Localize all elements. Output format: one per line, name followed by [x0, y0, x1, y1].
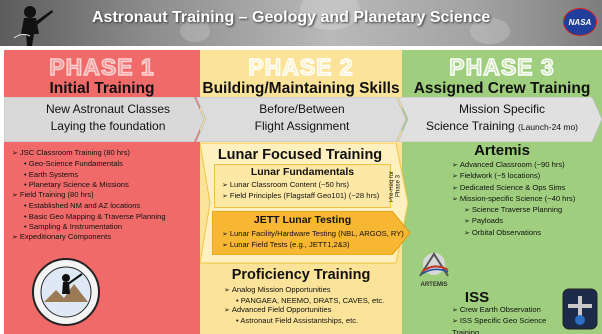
- phase3-label: PHASE 3: [449, 53, 555, 80]
- list-item: Orbital Observations: [452, 228, 600, 239]
- phase3-heading: Assigned Crew Training: [413, 80, 591, 97]
- list-item: Planetary Science & Missions: [12, 180, 198, 190]
- list-item: Crew Earth Observation: [452, 305, 562, 316]
- astronaut-silhouette-icon: [13, 6, 53, 46]
- list-item: Basic Geo Mapping & Traverse Planning: [12, 212, 198, 222]
- iss-mission-patch-icon: [562, 288, 598, 330]
- proficiency-training-list: Analog Mission Opportunities PANGAEA, NE…: [224, 285, 402, 325]
- list-item: Dedicated Science & Ops Sims: [452, 183, 600, 194]
- lunar-focused-title: Lunar Focused Training: [217, 147, 383, 163]
- jett-testing-list: Lunar Facility/Hardware Testing (NBL, AR…: [222, 229, 412, 252]
- list-item: Advanced Field Opportunities: [224, 305, 402, 316]
- list-item: Analog Mission Opportunities: [224, 285, 402, 296]
- header-banner: [0, 0, 602, 46]
- lunar-fundamentals-list: Lunar Classroom Content (~50 hrs) Field …: [222, 180, 390, 203]
- list-item: Field Training (80 hrs): [12, 190, 198, 201]
- iss-list: Crew Earth Observation ISS Specific Geo …: [452, 305, 562, 334]
- nasa-logo-icon: NASA: [563, 8, 597, 36]
- list-item: Sampling & Instrumentation: [12, 222, 198, 232]
- phase1-label: PHASE 1: [49, 53, 155, 80]
- list-item: PANGAEA, NEEMO, DRATS, CAVES, etc.: [224, 296, 402, 306]
- proficiency-training-title: Proficiency Training: [231, 267, 371, 283]
- list-item: Lunar Field Tests (e.g., JETT1,2&3): [222, 240, 412, 251]
- artemis-logo-icon: ARTEMIS: [419, 252, 449, 288]
- list-item: JSC Classroom Training (80 hrs): [12, 148, 198, 159]
- banner-title: Astronaut Training – Geology and Planeta…: [92, 9, 491, 26]
- phase2-label: PHASE 2: [248, 53, 354, 80]
- lunar-fundamentals-title: Lunar Fundamentals: [250, 166, 355, 178]
- phase1-bullet-list: JSC Classroom Training (80 hrs) Geo-Scie…: [12, 148, 198, 244]
- list-item: Fieldwork (~5 locations): [452, 171, 600, 182]
- list-item: Earth Systems: [12, 170, 198, 180]
- list-item: Geo-Science Fundamentals: [12, 159, 198, 169]
- list-item: Mission-specific Science (~40 hrs): [452, 194, 600, 205]
- list-item: Lunar Classroom Content (~50 hrs): [222, 180, 390, 191]
- list-item: Payloads: [452, 216, 600, 227]
- artemis-list: Advanced Classroom (~90 hrs) Fieldwork (…: [452, 160, 600, 239]
- list-item: Established NM and AZ locations: [12, 201, 198, 211]
- list-item: Field Principles (Flagstaff Geo101) (~28…: [222, 191, 390, 202]
- list-item: Science Traverse Planning: [452, 205, 600, 216]
- list-item: ISS Specific Geo Science Training: [452, 316, 562, 334]
- jett-lunar-testing-title: JETT Lunar Testing: [253, 214, 352, 226]
- artemis-title: Artemis: [474, 142, 530, 159]
- geology-training-patch-icon: [32, 258, 100, 326]
- progression-arrow-band: [4, 97, 602, 142]
- list-item: Lunar Facility/Hardware Testing (NBL, AR…: [222, 229, 412, 240]
- list-item: Advanced Classroom (~90 hrs): [452, 160, 600, 171]
- list-item: Astronaut Field Assistantships, etc.: [224, 316, 402, 326]
- phase2-heading: Building/Maintaining Skills: [202, 80, 400, 97]
- prereq-note: Pre-Req for Phase 3: [389, 170, 402, 202]
- iss-title: ISS: [464, 289, 490, 306]
- list-item: Expeditionary Components: [12, 232, 198, 243]
- phase1-heading: Initial Training: [49, 80, 155, 97]
- artemis-logo-text: ARTEMIS: [421, 282, 448, 288]
